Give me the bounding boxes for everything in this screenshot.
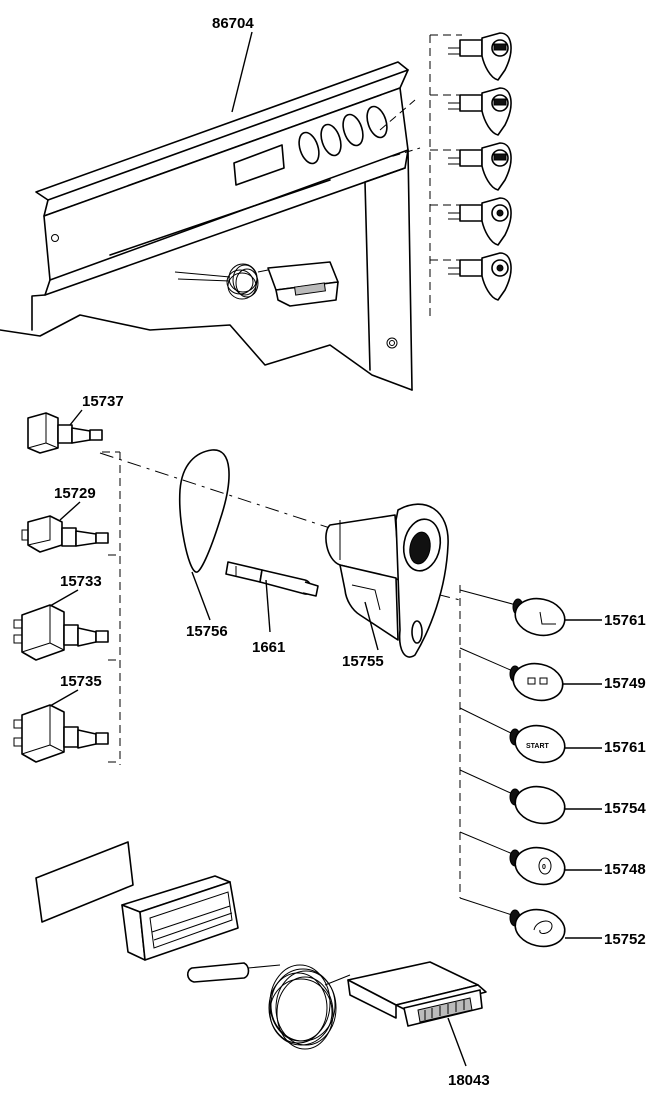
label-button-3: 15761	[604, 739, 646, 756]
button-holder-15755	[325, 503, 449, 658]
switch-15733	[13, 604, 109, 661]
zero-mark: 0	[542, 864, 546, 871]
switch-15737	[27, 412, 103, 454]
label-switch-a: 15737	[82, 393, 124, 410]
gasket-15756	[178, 449, 230, 573]
button-cap-15761-b: START	[459, 707, 566, 764]
button-cap-15761-a	[459, 589, 566, 637]
switch-15729	[21, 515, 109, 553]
label-button-2: 15749	[604, 675, 646, 692]
label-holder: 15755	[342, 653, 384, 670]
label-card	[35, 841, 134, 923]
label-lamp: 1661	[252, 639, 285, 656]
knob-unit-2	[448, 87, 512, 136]
control-panel-86704	[0, 61, 421, 391]
knob-unit-4	[448, 197, 512, 246]
button-cap-15749	[459, 647, 564, 702]
switch-15735	[13, 704, 109, 763]
label-button-5: 15748	[604, 861, 646, 878]
label-switch-b: 15729	[54, 485, 96, 502]
lamp-1661	[225, 561, 319, 597]
label-button-1: 15761	[604, 612, 646, 629]
knob-unit-5	[448, 252, 512, 301]
label-thermometer: 18043	[448, 1072, 490, 1089]
button-cap-15752	[459, 897, 566, 948]
label-panel: 86704	[212, 15, 254, 32]
label-switch-d: 15735	[60, 673, 102, 690]
label-switch-c: 15733	[60, 573, 102, 590]
label-gasket: 15756	[186, 623, 228, 640]
label-button-6: 15752	[604, 931, 646, 948]
thermometer-18043	[186, 961, 487, 1050]
label-button-4: 15754	[604, 800, 646, 817]
start-mark: START	[526, 743, 550, 750]
knob-unit-1	[448, 32, 512, 81]
control-knobs-stack	[429, 32, 512, 320]
knob-unit-3	[448, 142, 512, 191]
button-cap-15748: 0	[459, 831, 566, 886]
display-frame	[121, 875, 239, 961]
button-cap-15754	[459, 769, 566, 825]
